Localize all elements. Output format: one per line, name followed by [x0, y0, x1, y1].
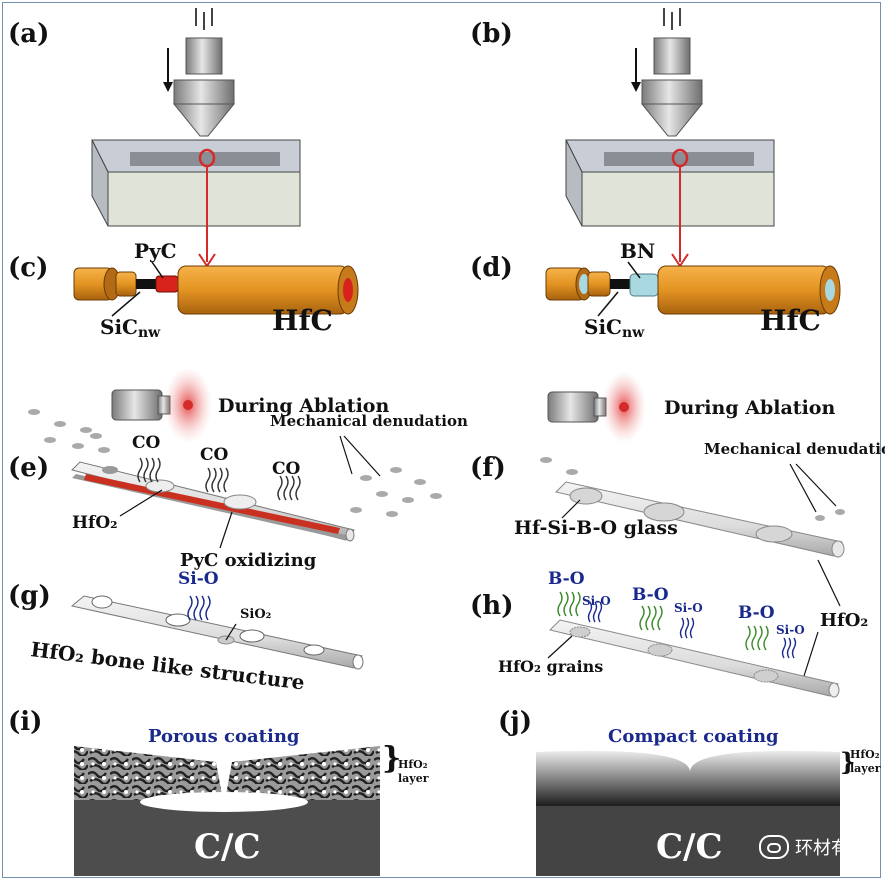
hfo2-label-f: HfO₂ [820, 610, 868, 631]
sample-block-a [91, 139, 301, 227]
grains-label: HfO₂ grains [498, 657, 603, 676]
sio-label-h2: Si-O [674, 601, 703, 615]
laser-head-b [631, 8, 704, 137]
substrate-label-j: C/C [656, 827, 723, 867]
watermark-text: 环材有料 [795, 838, 867, 859]
compact-coating-title: Compact coating [608, 726, 779, 747]
svg-text:}: } [382, 741, 401, 776]
during-ablation-left: During Ablation [218, 395, 389, 417]
panel-label-g: (g) [8, 581, 51, 611]
pyc-label: PyC [134, 239, 177, 263]
panel-label-d: (d) [470, 253, 513, 283]
panel-label-i: (i) [8, 707, 42, 737]
mech-denudation-right: Mechanical denudation [704, 440, 885, 458]
mech-denudation-left: Mechanical denudation [270, 412, 468, 430]
fiber-model-c [73, 261, 359, 317]
substrate-label-i: C/C [194, 827, 261, 867]
panel-label-h: (h) [470, 591, 514, 621]
panel-label-c: (c) [8, 253, 48, 283]
sicnw-label-d: SiCnw [584, 315, 645, 341]
sio-waves-g [187, 595, 211, 621]
hfo2-layer-label-j1: HfO₂ [850, 748, 880, 761]
bn-label: BN [620, 239, 655, 263]
panel-label-b: (b) [470, 19, 513, 49]
particles-f [540, 457, 845, 521]
wechat-icon [759, 835, 789, 859]
torch-right [547, 371, 646, 443]
tube-e [71, 461, 355, 542]
co-label-1: CO [132, 433, 161, 453]
hfc-label-d: HfC [760, 304, 821, 337]
hfo2-label-e: HfO₂ [72, 513, 118, 533]
compact-coating [536, 746, 840, 876]
sio-label-g: Si-O [178, 569, 219, 589]
sio-waves-h [587, 601, 797, 659]
panel-label-a: (a) [8, 19, 49, 49]
hfo2-layer-label-j2: layer [850, 762, 881, 775]
sio-label-h1: Si-O [582, 594, 611, 608]
glass-label: Hf-Si-B-O glass [514, 517, 678, 539]
bo-waves [557, 591, 769, 651]
bo-label-1: B-O [548, 569, 585, 589]
panel-label-e: (e) [8, 453, 49, 483]
watermark: 环材有料 [759, 834, 867, 860]
fiber-model-d [545, 261, 841, 317]
panel-label-f: (f) [470, 453, 506, 483]
hfo2-layer-label-i1: HfO₂ [398, 758, 428, 771]
laser-head-a [163, 8, 236, 137]
bo-label-3: B-O [738, 603, 775, 623]
tube-f [555, 481, 845, 558]
porous-coating-title: Porous coating [148, 726, 300, 747]
bo-label-2: B-O [632, 585, 669, 605]
sicnw-label-c: SiCnw [100, 315, 161, 341]
co-waves [137, 457, 301, 501]
during-ablation-right: During Ablation [664, 397, 835, 419]
sio2-label: SiO₂ [240, 607, 271, 622]
co-label-3: CO [272, 459, 301, 479]
torch-left [111, 367, 212, 443]
pyc-oxidizing-label: PyC oxidizing [180, 550, 317, 571]
hfc-label-c: HfC [272, 304, 333, 337]
svg-text:}: } [840, 747, 855, 776]
tube-g [70, 595, 364, 670]
panel-label-j: (j) [498, 707, 532, 737]
particles-e [28, 409, 442, 517]
hfo2-layer-label-i2: layer [398, 772, 429, 785]
tube-h [549, 619, 840, 698]
porous-coating [74, 746, 380, 876]
sample-block-b [565, 139, 775, 227]
sio-label-h3: Si-O [776, 623, 805, 637]
co-label-2: CO [200, 445, 229, 465]
